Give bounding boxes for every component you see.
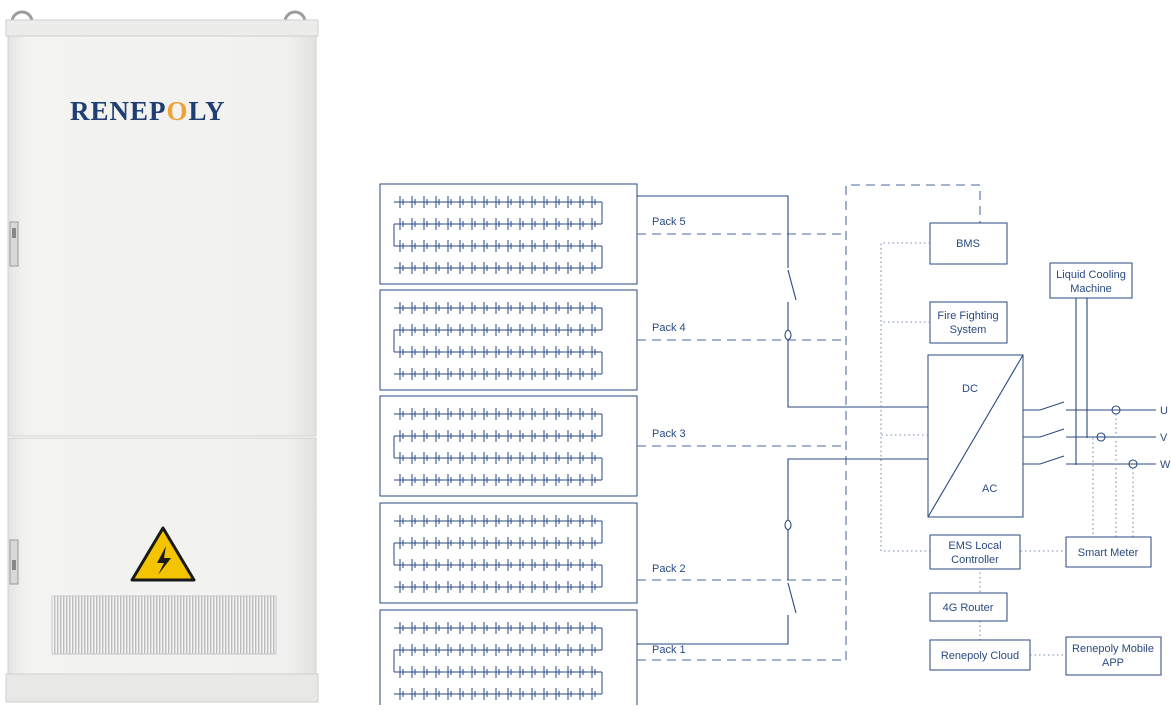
bms-box [929, 222, 1008, 265]
router-box [929, 592, 1008, 622]
brand-logo: RENEPOLY [70, 96, 226, 126]
liquid-cooling-box [1049, 262, 1133, 299]
phase-v-label: V [1160, 432, 1168, 444]
cooling-connections [1075, 298, 1088, 465]
pack-2-box [379, 502, 638, 604]
pack-3-box [379, 395, 638, 497]
bms-label: BMS [956, 238, 980, 250]
mobile-app-label-1: Renepoly Mobile [1072, 643, 1154, 655]
phase-u-label: U [1160, 405, 1168, 417]
smart-meter-box [1065, 536, 1152, 568]
liquid-cooling-label-2: Machine [1070, 283, 1112, 295]
cloud-label: Renepoly Cloud [941, 650, 1019, 662]
smart-meter-label: Smart Meter [1078, 547, 1139, 559]
ac-output-lines [1023, 401, 1156, 469]
router-label: 4G Router [943, 602, 994, 614]
lifting-eye-right [283, 10, 307, 23]
pack-3-label: Pack 3 [652, 428, 686, 440]
lifting-eye-left [10, 10, 34, 23]
pack-5-box [379, 183, 638, 285]
upper-door [7, 35, 317, 437]
ems-label-1: EMS Local [948, 540, 1001, 552]
battery-packs [379, 183, 638, 710]
pack-2-label: Pack 2 [652, 563, 686, 575]
liquid-cooling-label-1: Liquid Cooling [1056, 269, 1126, 281]
cabinet-illustration: RENEPOLY [5, 10, 319, 703]
cabinet-base [5, 673, 319, 703]
mobile-app-label-2: APP [1102, 657, 1124, 669]
pack-4-box [379, 289, 638, 391]
ems-label-2: Controller [951, 554, 999, 566]
system-diagram-svg: Pack 5 Pack 4 Pack 3 Pack 2 Pack 1 BMS [379, 183, 1171, 710]
upper-handle [9, 221, 19, 267]
pack-5-label: Pack 5 [652, 216, 686, 228]
converter-diagonal [927, 354, 1024, 518]
mobile-app-box [1065, 636, 1162, 676]
fire-fighting-label-2: System [950, 324, 987, 336]
battery-cabinet: RENEPOLY [0, 0, 330, 705]
ac-label: AC [982, 483, 997, 495]
phase-w-label: W [1160, 459, 1171, 471]
fire-fighting-box [929, 301, 1008, 344]
pack-1-box [379, 609, 638, 710]
high-voltage-warning-icon [130, 526, 196, 582]
pack-4-label: Pack 4 [652, 322, 686, 334]
bms-communication-lines [637, 184, 981, 661]
pack-1-label: Pack 1 [652, 644, 686, 656]
dc-label: DC [962, 383, 978, 395]
cloud-box [929, 639, 1031, 671]
cabinet-roof [5, 19, 319, 37]
system-diagram: Pack 5 Pack 4 Pack 3 Pack 2 Pack 1 BMS [330, 0, 1171, 710]
ventilation-grille [51, 595, 277, 655]
dc-power-lines [637, 195, 928, 645]
ems-controller-box [929, 534, 1021, 570]
fire-fighting-label-1: Fire Fighting [937, 310, 998, 322]
